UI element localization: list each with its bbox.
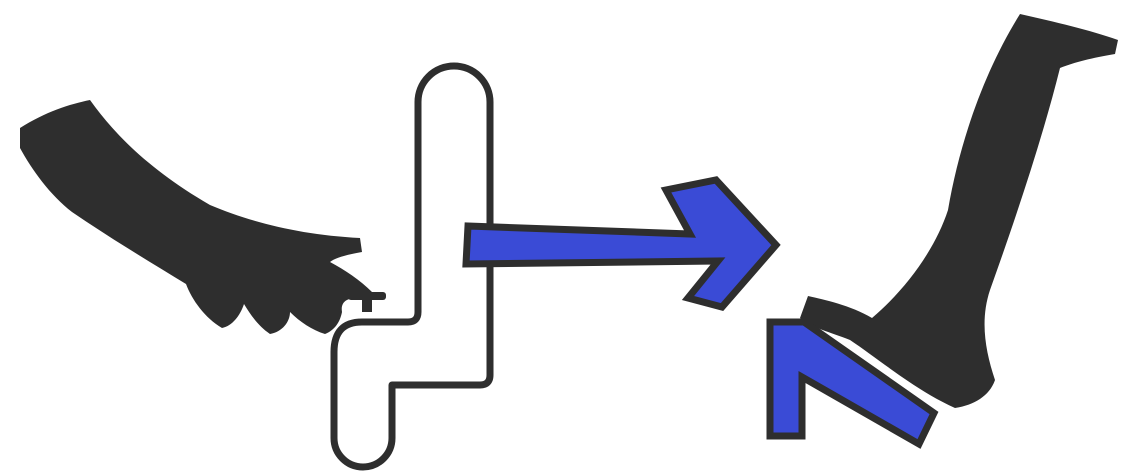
arrow-right-icon (466, 180, 776, 307)
lever-knob-stem (362, 298, 372, 312)
hand-icon (20, 100, 372, 334)
